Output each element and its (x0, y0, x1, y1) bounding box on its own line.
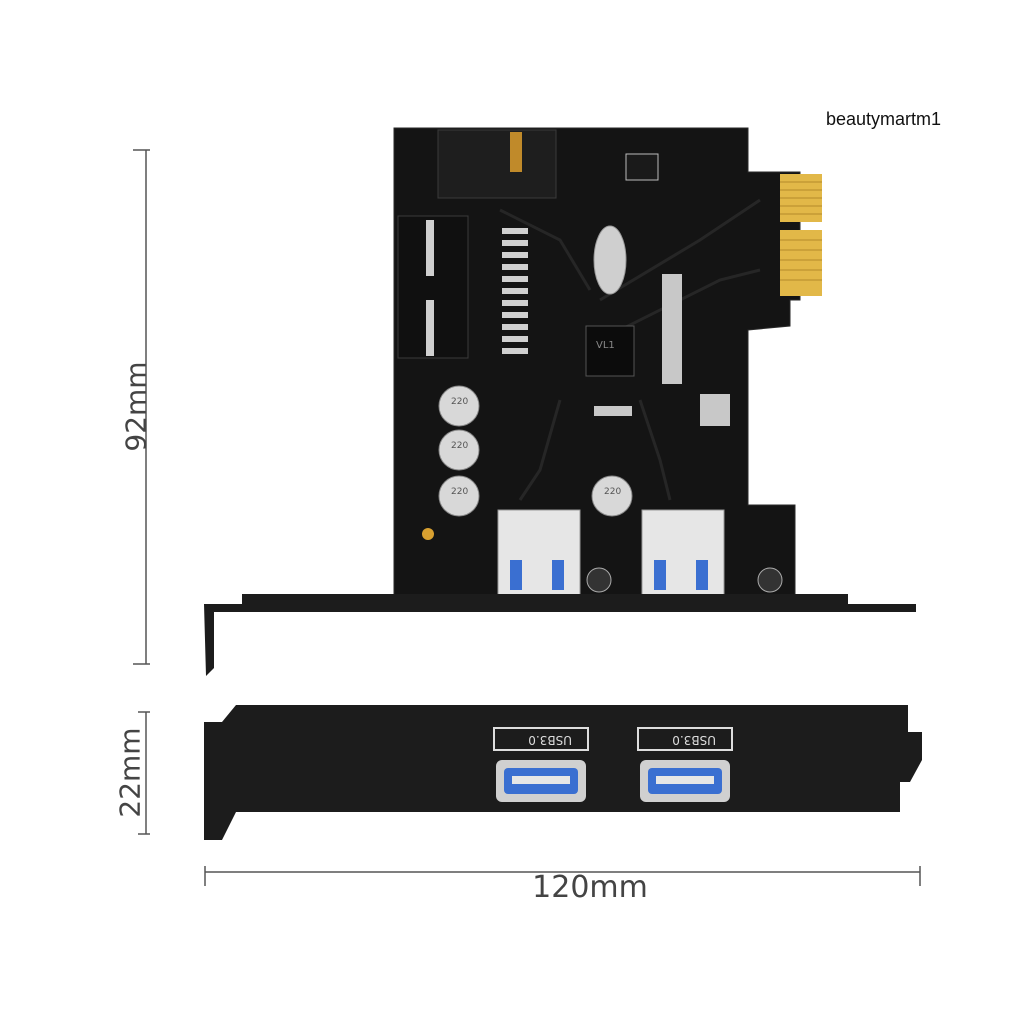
bracket-top-view (204, 594, 916, 676)
gold-contacts-lower (780, 230, 822, 296)
internal-header-connector (437, 129, 557, 199)
svg-text:220: 220 (451, 397, 468, 407)
height-board-label: 92mm (119, 361, 153, 452)
height-bracket-label: 22mm (113, 727, 147, 818)
chip-label: VL1 (596, 340, 615, 351)
crystal-oscillator (593, 225, 627, 295)
usb-port-front-2: USB3.0 (637, 727, 733, 802)
controller-chip (585, 325, 635, 377)
pcb-board: VL1 220 220 220 220 (393, 127, 822, 601)
svg-text:220: 220 (604, 487, 621, 497)
svg-text:USB3.0: USB3.0 (672, 733, 716, 747)
small-ic (625, 153, 659, 181)
capacitors (438, 385, 633, 517)
watermark-text: beautymartm1 (826, 109, 942, 129)
small-resistor-row (594, 406, 632, 416)
svg-text:USB3.0: USB3.0 (528, 733, 572, 747)
dimension-lines (133, 149, 921, 886)
svg-text:220: 220 (451, 441, 468, 451)
usb-port-front-1: USB3.0 (493, 727, 589, 802)
svg-text:220: 220 (451, 487, 468, 497)
width-label: 120mm (532, 870, 648, 905)
